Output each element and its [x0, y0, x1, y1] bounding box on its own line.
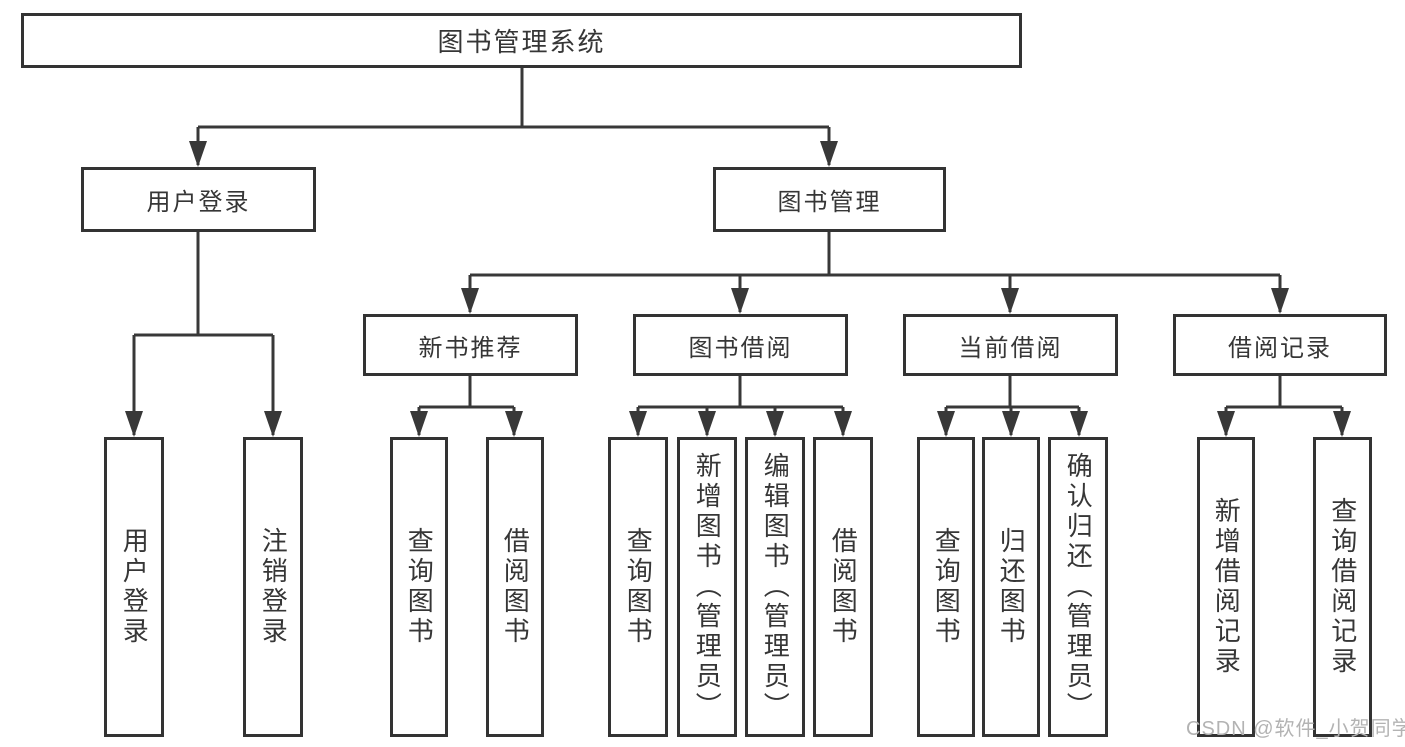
leaf-user-login: 用户登录 — [104, 437, 164, 737]
leaf-borrow-books-borrowing: 借阅图书 — [813, 437, 873, 737]
node-label: 借阅图书 — [500, 527, 531, 647]
node-book-management: 图书管理 — [713, 167, 946, 232]
leaf-query-borrow-record: 查询借阅记录 — [1313, 437, 1372, 737]
leaf-query-books-current: 查询图书 — [917, 437, 975, 737]
leaf-logout: 注销登录 — [243, 437, 303, 737]
node-label: 注销登录 — [258, 527, 289, 647]
leaf-confirm-return-admin: 确认归还（管理员） — [1048, 437, 1108, 737]
leaf-add-borrow-record: 新增借阅记录 — [1197, 437, 1255, 737]
node-book-borrowing: 图书借阅 — [633, 314, 848, 376]
arrowhead — [820, 141, 838, 167]
node-label: 借阅图书 — [828, 527, 859, 647]
arrowhead — [410, 411, 428, 437]
arrowhead — [1070, 411, 1088, 437]
arrowhead — [1001, 288, 1019, 314]
leaf-borrow-books-recommend: 借阅图书 — [486, 437, 544, 737]
node-new-book-recommendation: 新书推荐 — [363, 314, 578, 376]
leaf-add-books-admin: 新增图书（管理员） — [677, 437, 737, 737]
arrowhead — [1333, 411, 1351, 437]
node-label: 确认归还（管理员） — [1063, 452, 1094, 722]
node-user-login: 用户登录 — [81, 167, 316, 232]
arrowhead — [629, 411, 647, 437]
arrowhead — [766, 411, 784, 437]
node-label: 新增图书（管理员） — [692, 452, 723, 722]
node-current-borrowing: 当前借阅 — [903, 314, 1118, 376]
arrowhead — [505, 411, 523, 437]
node-label: 新书推荐 — [418, 334, 523, 362]
node-label: 借阅记录 — [1228, 334, 1332, 362]
arrowhead — [698, 411, 716, 437]
node-label: 用户登录 — [119, 527, 150, 647]
leaf-query-books-borrowing: 查询图书 — [608, 437, 668, 737]
node-label: 新增借阅记录 — [1211, 497, 1242, 677]
node-label: 图书管理系统 — [437, 27, 606, 57]
arrowhead — [731, 288, 749, 314]
arrowhead — [937, 411, 955, 437]
watermark-text: CSDN @软件_小贺同学 — [1186, 718, 1405, 740]
node-label: 查询图书 — [931, 527, 962, 647]
node-label: 当前借阅 — [958, 334, 1063, 362]
node-label: 查询图书 — [623, 527, 654, 647]
arrowhead — [1217, 411, 1235, 437]
node-label: 图书借阅 — [688, 334, 793, 362]
node-borrowing-records: 借阅记录 — [1173, 314, 1387, 376]
leaf-query-books-recommend: 查询图书 — [390, 437, 448, 737]
node-label: 用户登录 — [146, 189, 251, 216]
arrowhead — [264, 411, 282, 437]
arrowhead — [1002, 411, 1020, 437]
node-label: 查询借阅记录 — [1327, 497, 1358, 677]
node-label: 编辑图书（管理员） — [760, 452, 791, 722]
node-label: 归还图书 — [996, 527, 1027, 647]
node-label: 图书管理 — [777, 189, 882, 216]
leaf-edit-books-admin: 编辑图书（管理员） — [745, 437, 805, 737]
arrowhead — [189, 141, 207, 167]
arrowhead — [461, 288, 479, 314]
arrowhead — [834, 411, 852, 437]
leaf-return-books: 归还图书 — [982, 437, 1040, 737]
node-label: 查询图书 — [404, 527, 435, 647]
node-library-management-system: 图书管理系统 — [21, 13, 1022, 68]
arrowhead — [1271, 288, 1289, 314]
arrowhead — [125, 411, 143, 437]
